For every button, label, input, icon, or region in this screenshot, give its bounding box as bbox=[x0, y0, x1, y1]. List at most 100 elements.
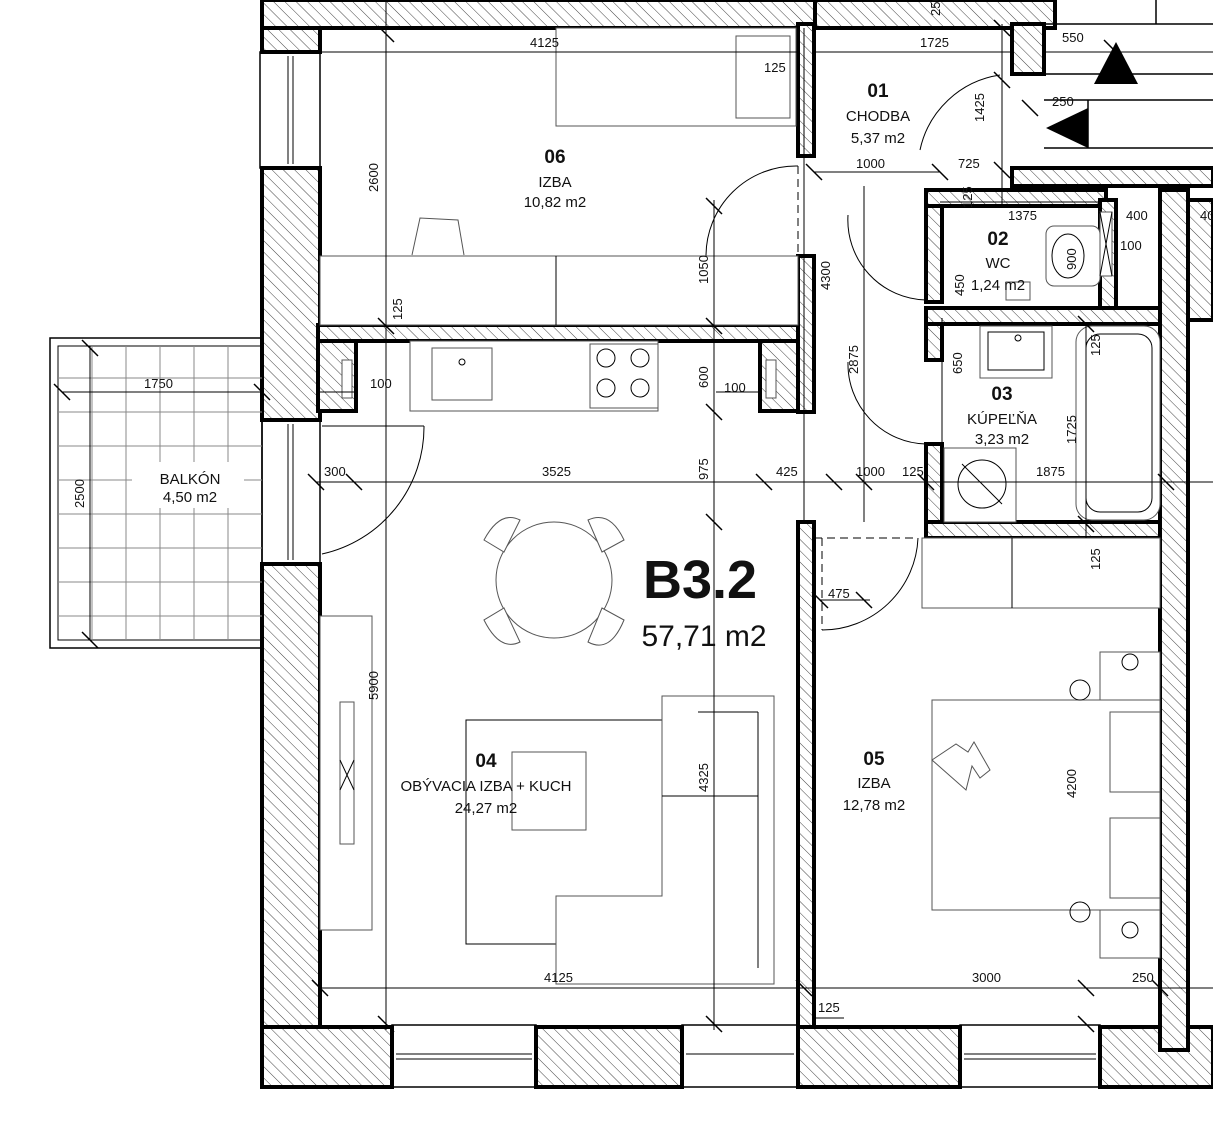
door-05 bbox=[821, 537, 919, 631]
dim-label: 1725 bbox=[920, 35, 949, 50]
dim-label: 125 bbox=[764, 60, 786, 75]
wardrobe-05 bbox=[921, 537, 1161, 609]
dim-label: 250 bbox=[1052, 94, 1074, 109]
wall-bottom-2 bbox=[534, 1025, 684, 1089]
window-bottom-04b bbox=[681, 1024, 799, 1088]
room-number: 06 bbox=[544, 147, 565, 168]
dim-label: 425 bbox=[776, 464, 798, 479]
dim-label: 1050 bbox=[696, 255, 711, 284]
wall-left-upper bbox=[260, 166, 322, 422]
unit-total-area: 57,71 m2 bbox=[641, 620, 766, 653]
sink-icon bbox=[431, 347, 493, 401]
wall-06-chodba-bot bbox=[796, 254, 816, 414]
dim-label: 100 bbox=[1120, 238, 1142, 253]
wc-sink-icon bbox=[1005, 281, 1031, 301]
door-06 bbox=[705, 165, 799, 257]
wall-bath-left-top bbox=[924, 322, 944, 362]
wall-stair-1 bbox=[1010, 22, 1046, 76]
dim-label: 475 bbox=[828, 586, 850, 601]
arrow-up-icon bbox=[1094, 42, 1138, 84]
dim-label: 4325 bbox=[696, 763, 711, 792]
dim-label: 5900 bbox=[366, 671, 381, 700]
room-name: BALKÓN bbox=[160, 471, 221, 488]
dim-label: 125 bbox=[902, 464, 924, 479]
dim-label: 1725 bbox=[1064, 415, 1079, 444]
room-name: WC bbox=[986, 255, 1011, 272]
room-name: OBÝVACIA IZBA + KUCH bbox=[400, 778, 571, 795]
dim-label: 100 bbox=[724, 380, 746, 395]
room-area: 12,78 m2 bbox=[843, 797, 906, 814]
window-left-06 bbox=[259, 51, 321, 169]
dim-label: 40 bbox=[1200, 208, 1213, 223]
wall-wc-bottom bbox=[924, 306, 1168, 326]
room-area: 24,27 m2 bbox=[455, 800, 518, 817]
dim-label: 125 bbox=[390, 298, 405, 320]
furniture-05 bbox=[921, 537, 1161, 959]
room-labels: 06 IZBA 10,82 m2 01 CHODBA 5,37 m2 02 WC… bbox=[160, 81, 1037, 817]
dim-label: 725 bbox=[958, 156, 980, 171]
room-number: 01 bbox=[867, 81, 889, 102]
dim-label: 125 bbox=[1088, 334, 1103, 356]
window-bottom-04 bbox=[391, 1024, 537, 1088]
window-bottom-05 bbox=[959, 1024, 1101, 1088]
stairs bbox=[1044, 0, 1213, 149]
wall-left-lower bbox=[260, 562, 322, 1089]
dim-label: 125 bbox=[1088, 548, 1103, 570]
room-area: 1,24 m2 bbox=[971, 277, 1025, 294]
dim-label: 125 bbox=[960, 186, 975, 208]
balcony-door bbox=[261, 419, 321, 565]
wall-wc-top bbox=[924, 188, 1108, 208]
wall-bath-bottom bbox=[924, 520, 1168, 540]
dim-label: 4125 bbox=[530, 35, 559, 50]
dim-label: 900 bbox=[1064, 248, 1079, 270]
nightstand-1 bbox=[1099, 651, 1161, 701]
dim-label: 1750 bbox=[144, 376, 173, 391]
unit-label: B3.2 57,71 m2 bbox=[641, 550, 766, 653]
wall-stair-2 bbox=[1010, 166, 1213, 188]
chair-3 bbox=[483, 607, 521, 645]
coffee-table bbox=[511, 751, 587, 831]
room-name: CHODBA bbox=[846, 108, 910, 125]
room-number: 04 bbox=[475, 751, 497, 772]
dim-label: 1875 bbox=[1036, 464, 1065, 479]
chair-1 bbox=[483, 517, 521, 553]
chair-06 bbox=[411, 217, 465, 256]
dim-label: 1000 bbox=[856, 464, 885, 479]
sofa bbox=[555, 695, 775, 985]
tv bbox=[339, 701, 355, 845]
lamp-icon bbox=[1069, 901, 1091, 923]
washbasin-icon bbox=[979, 325, 1053, 379]
dim-label: 1000 bbox=[856, 156, 885, 171]
room-number: 03 bbox=[991, 384, 1012, 405]
wall-top bbox=[260, 0, 819, 30]
room-area: 10,82 m2 bbox=[524, 194, 587, 211]
dining-table bbox=[495, 521, 613, 639]
room-area: 5,37 m2 bbox=[851, 130, 905, 147]
walls bbox=[260, 0, 1213, 1089]
chair-4 bbox=[587, 607, 625, 646]
pillow-2 bbox=[1109, 817, 1161, 899]
dim-label: 2875 bbox=[846, 345, 861, 374]
balcony bbox=[49, 337, 263, 649]
dimension-lines bbox=[62, 0, 1213, 1030]
washing-machine-icon bbox=[943, 447, 1017, 523]
room-number: 02 bbox=[987, 229, 1008, 250]
nightstand-2 bbox=[1099, 909, 1161, 959]
dim-label: 650 bbox=[950, 352, 965, 374]
wall-bottom-1 bbox=[260, 1025, 394, 1089]
shirt-icon bbox=[931, 741, 991, 791]
door-balcony bbox=[321, 425, 425, 555]
dim-label: 3000 bbox=[972, 970, 1001, 985]
dimension-ticks bbox=[53, 19, 1175, 1033]
dim-label: 250 bbox=[1132, 970, 1154, 985]
wall-right-unit bbox=[1158, 188, 1190, 1052]
pillow-1 bbox=[1109, 711, 1161, 793]
wall-06-chodba-top bbox=[796, 22, 816, 158]
dim-label: 4300 bbox=[818, 261, 833, 290]
furniture-04 bbox=[319, 340, 777, 985]
dim-label: 1425 bbox=[972, 93, 987, 122]
chair-2 bbox=[587, 517, 625, 553]
desk-chair-06 bbox=[735, 35, 791, 119]
sanitary bbox=[943, 211, 1161, 523]
